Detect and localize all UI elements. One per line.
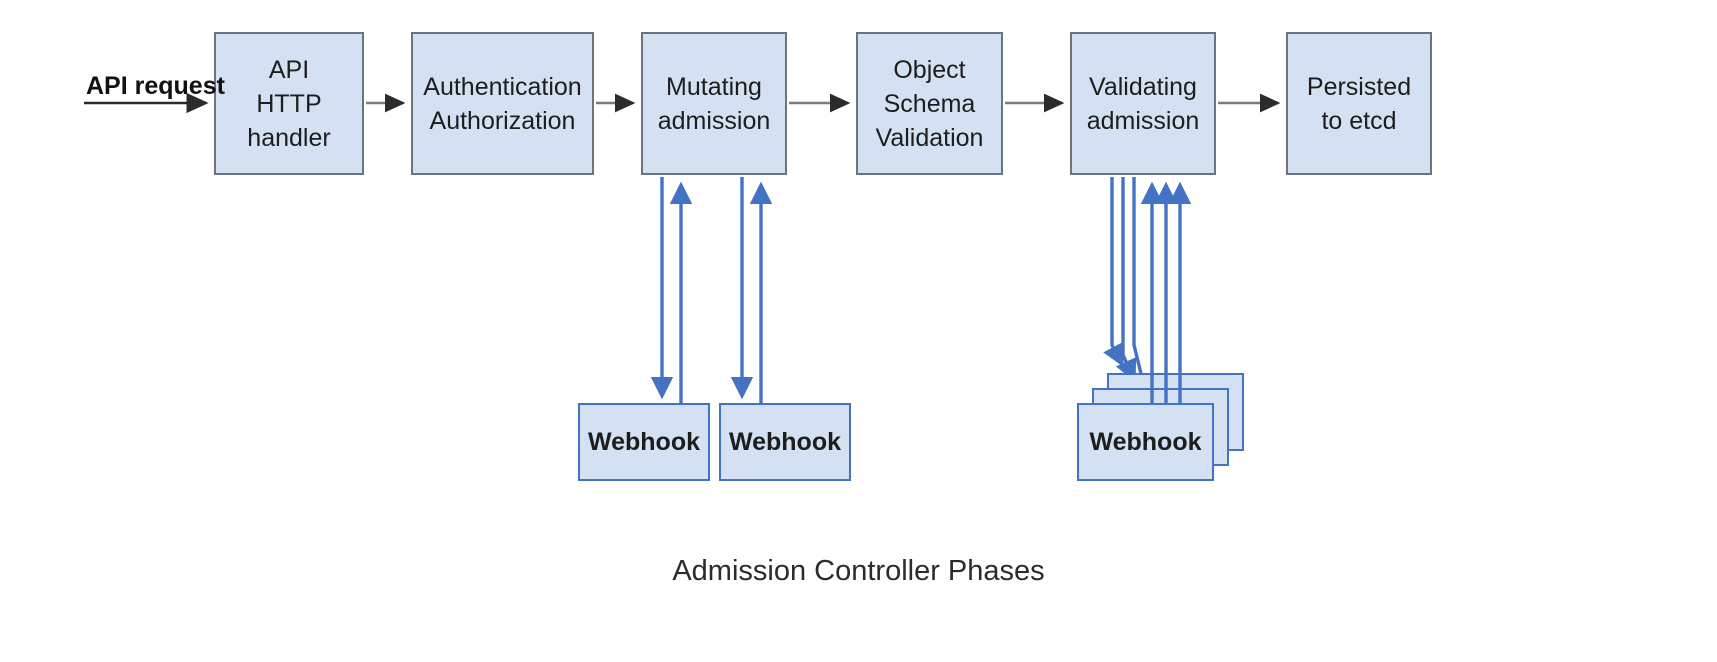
phase-box-authentication-authorization[interactable]: Authentication Authorization — [411, 32, 594, 175]
phase-box-persisted-to-etcd[interactable]: Persisted to etcd — [1286, 32, 1432, 175]
webhook-box-validating-front[interactable]: Webhook — [1077, 403, 1214, 481]
phase-label: Mutating admission — [657, 72, 771, 135]
webhook-label: Webhook — [1089, 427, 1202, 456]
phase-box-api-http-handler[interactable]: API HTTP handler — [214, 32, 364, 175]
webhook-arrow-validating-call-2 — [1115, 177, 1137, 383]
phase-label: API HTTP handler — [247, 55, 331, 152]
webhook-arrow-validating-call-3 — [1130, 177, 1153, 398]
phase-box-object-schema-validation[interactable]: Object Schema Validation — [856, 32, 1003, 175]
webhook-box-mutating-2[interactable]: Webhook — [719, 403, 851, 481]
api-request-label: API request — [86, 72, 225, 100]
diagram-caption: Admission Controller Phases — [672, 555, 1045, 587]
phase-box-validating-admission[interactable]: Validating admission — [1070, 32, 1216, 175]
phase-label: Persisted to etcd — [1306, 72, 1412, 135]
phase-label: Validating admission — [1086, 72, 1200, 135]
phase-label: Object Schema Validation — [875, 55, 984, 152]
webhook-label: Webhook — [728, 427, 842, 456]
webhook-label: Webhook — [587, 427, 701, 456]
webhook-arrow-validating-call-1 — [1103, 177, 1124, 368]
webhook-box-mutating-1[interactable]: Webhook — [578, 403, 710, 481]
phase-box-mutating-admission[interactable]: Mutating admission — [641, 32, 787, 175]
phase-label: Authentication Authorization — [423, 72, 582, 135]
